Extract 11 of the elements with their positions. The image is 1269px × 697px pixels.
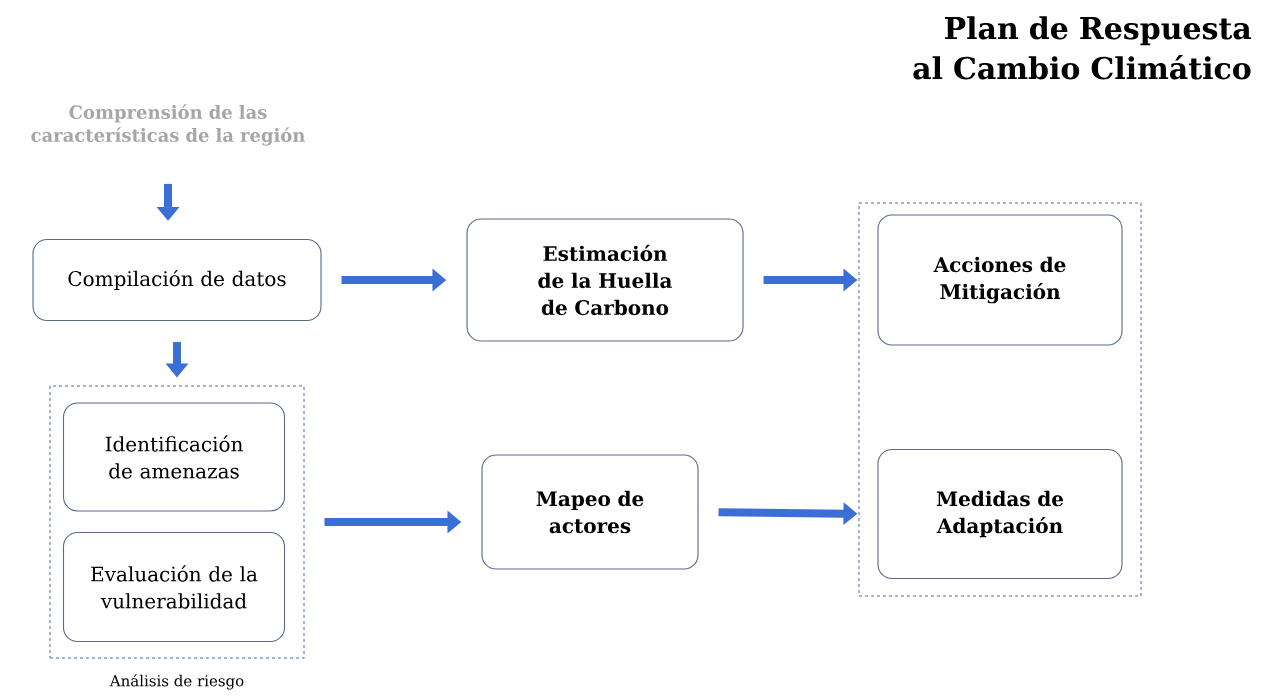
group-caption: Análisis de riesgo <box>109 674 244 690</box>
process-box: Estimación de la Huella de Carbono <box>466 218 744 342</box>
process-box: Acciones de Mitigación <box>877 214 1123 346</box>
dashed-group-box <box>858 202 1142 597</box>
process-box: Compilación de datos <box>32 238 322 322</box>
process-box: Medidas de Adaptación <box>877 448 1123 580</box>
process-box: Mapeo de actores <box>481 454 699 570</box>
caption-text: Comprensión de las características de la región <box>31 104 305 146</box>
title: Plan de Respuesta al Cambio Climático <box>913 16 1252 80</box>
process-box: Evaluación de la vulnerabilidad <box>62 531 286 643</box>
process-box: Identificación de amenazas <box>62 402 286 512</box>
